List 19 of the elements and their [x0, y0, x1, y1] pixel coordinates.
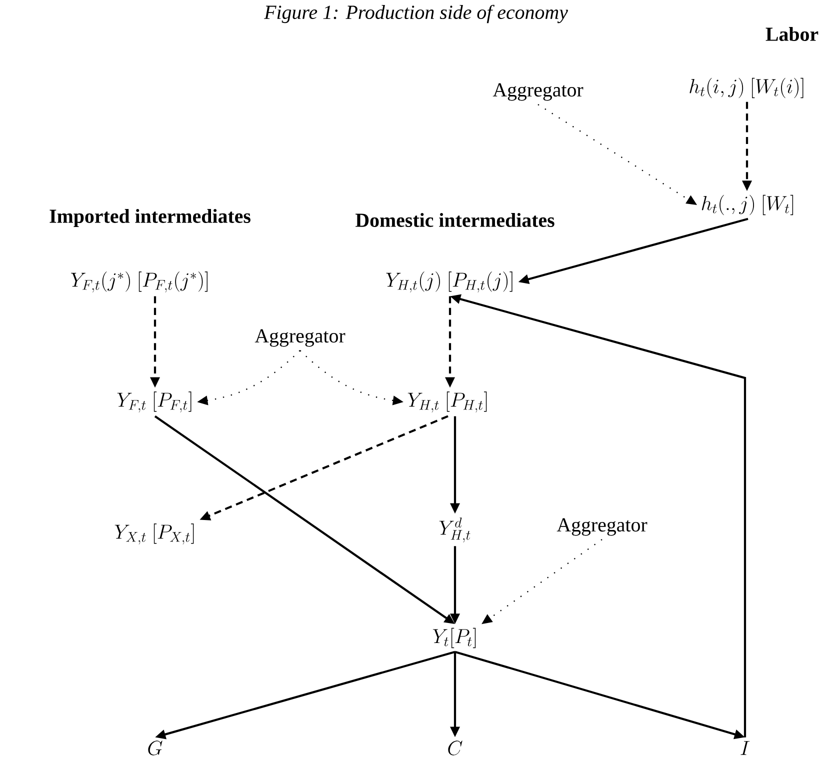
variable-label: $G$ — [148, 740, 162, 756]
variable-label: $h_t(i,j)\ [W_t(i)]$ — [690, 78, 804, 98]
variable-label: $I$ — [740, 741, 750, 755]
variable-label: $Y_t[P_t]$ — [432, 628, 476, 648]
variable-label: $C$ — [448, 740, 462, 756]
aggregator-label: Aggregator — [556, 518, 648, 536]
variable-label: $Y_{X,t}\ [P_{X,t}]$ — [114, 524, 194, 544]
variable-label: $Y_{F,t}\ [P_{F,t}]$ — [117, 392, 192, 412]
section-heading: Labor — [766, 26, 818, 41]
section-heading: Domestic intermediates — [356, 212, 554, 227]
variable-label: $Y_{H,t}^d$ — [439, 518, 470, 542]
aggregator-label: Aggregator — [254, 329, 346, 347]
variable-label: $h_t(.,j)\ [W_t]$ — [702, 194, 794, 216]
variable-label: $Y_{F,t}(j^*)\ [P_{F,t}(j^*)]$ — [71, 272, 208, 292]
variable-label: $Y_{H,t}\ [P_{H,t}]$ — [408, 392, 487, 412]
section-heading: Imported intermediates — [50, 208, 250, 228]
figure-title: Figure 1: Production side of economy — [264, 4, 568, 24]
aggregator-label: Aggregator — [492, 83, 584, 101]
variable-label: $Y_{H,t}(j)\ [P_{H,t}(j)]$ — [386, 272, 512, 292]
